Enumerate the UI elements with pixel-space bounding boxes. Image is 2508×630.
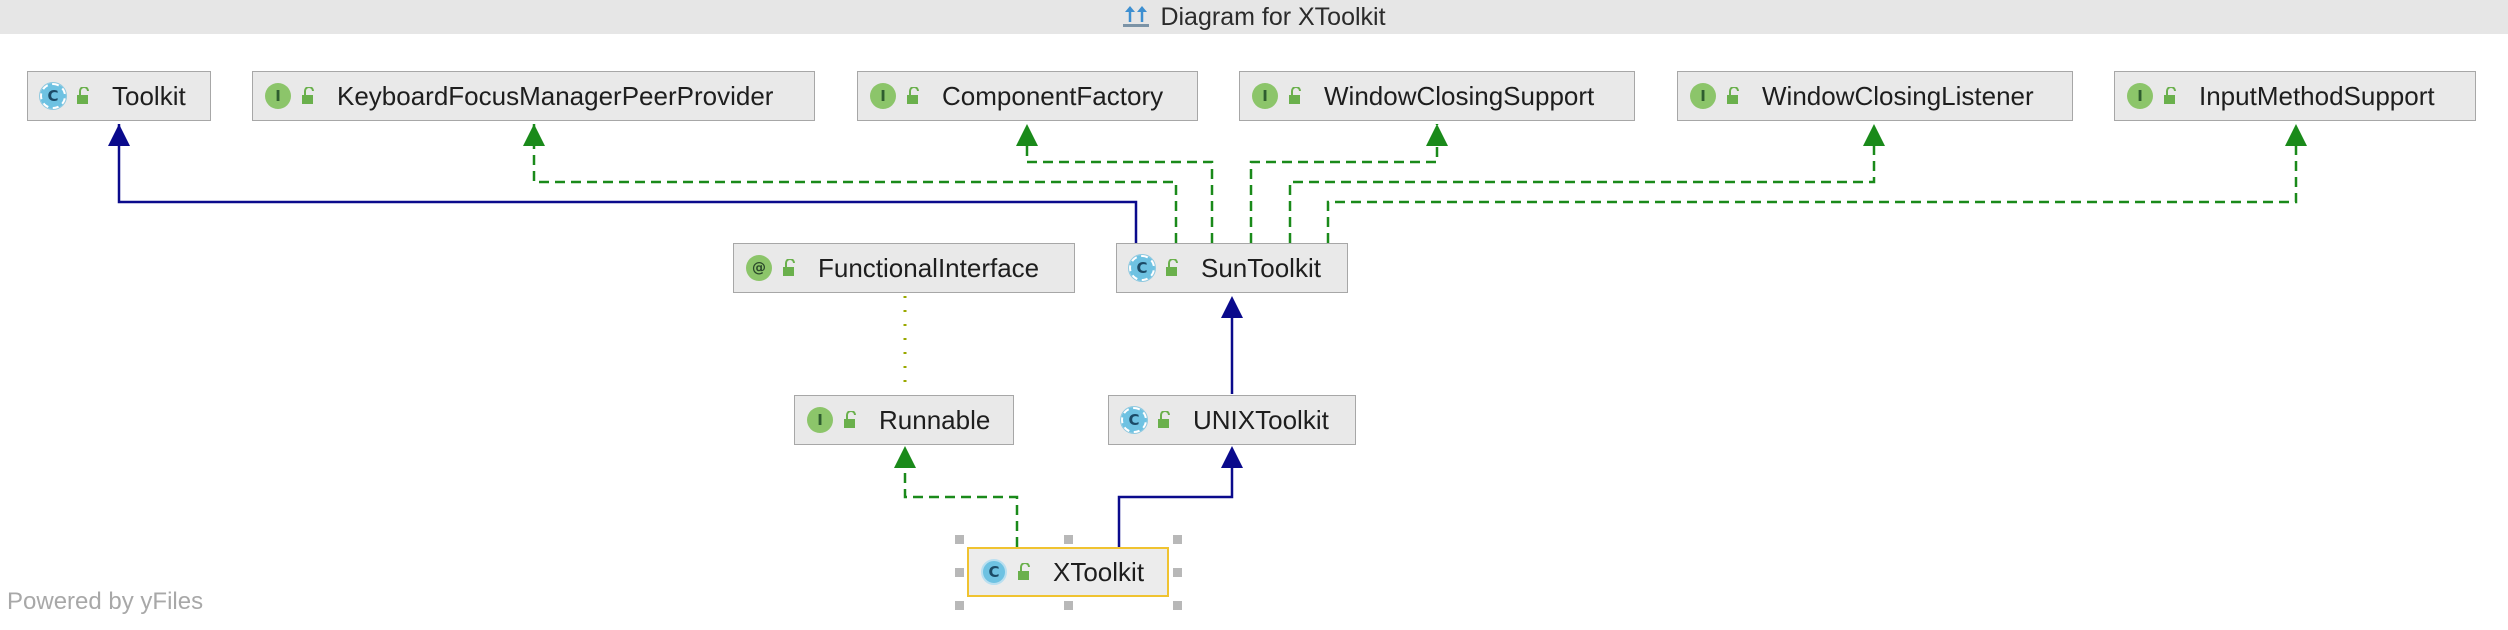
node-label: FunctionalInterface	[818, 252, 1040, 283]
node-toolkit[interactable]: C Toolkit	[27, 71, 211, 121]
resize-handle-right[interactable]	[1173, 568, 1182, 577]
edge-suntoolkit-implements-wcs	[1249, 124, 1439, 243]
lock-open-icon	[844, 411, 856, 428]
node-label: WindowClosingListener	[1762, 80, 2034, 111]
lock-open-icon	[302, 87, 314, 104]
arrow-suntoolkit	[1221, 296, 1243, 318]
node-label: WindowClosingSupport	[1324, 80, 1595, 111]
edge-suntoolkit-implements-wcl	[1288, 124, 1876, 243]
node-label: UNIXToolkit	[1193, 404, 1329, 435]
lock-open-icon	[1727, 87, 1739, 104]
arrow-unixtoolkit	[1221, 446, 1243, 468]
arrow-kfmpp	[523, 124, 545, 146]
arrow-wcs	[1426, 124, 1448, 146]
node-label: SunToolkit	[1201, 252, 1321, 283]
interface-icon: I	[807, 407, 833, 433]
node-window-closing-support[interactable]: I WindowClosingSupport	[1239, 71, 1635, 121]
resize-handle-bottom-left[interactable]	[955, 601, 964, 610]
node-runnable[interactable]: I Runnable	[794, 395, 1014, 445]
window-titlebar: Diagram for XToolkit	[0, 0, 2508, 34]
interface-icon: I	[2127, 83, 2153, 109]
lock-open-icon	[1158, 411, 1170, 428]
lock-open-icon	[77, 87, 89, 104]
resize-handle-left[interactable]	[955, 568, 964, 577]
lock-open-icon	[2164, 87, 2176, 104]
arrow-ims	[2285, 124, 2307, 146]
lock-open-icon	[1018, 563, 1030, 580]
abstract-class-icon: C	[1128, 254, 1156, 282]
node-label: ComponentFactory	[942, 80, 1164, 111]
node-label: XToolkit	[1053, 556, 1145, 587]
node-xtoolkit[interactable]: C XToolkit	[967, 547, 1169, 597]
node-sun-toolkit[interactable]: C SunToolkit	[1116, 243, 1348, 293]
resize-handle-bottom[interactable]	[1064, 601, 1073, 610]
abstract-class-icon: C	[1120, 406, 1148, 434]
node-input-method-support[interactable]: I InputMethodSupport	[2114, 71, 2476, 121]
edge-suntoolkit-extends-toolkit	[117, 124, 1138, 243]
node-unix-toolkit[interactable]: C UNIXToolkit	[1108, 395, 1356, 445]
resize-handle-top[interactable]	[1064, 535, 1073, 544]
resize-handle-top-right[interactable]	[1173, 535, 1182, 544]
node-label: KeyboardFocusManagerPeerProvider	[337, 80, 774, 111]
node-functional-interface[interactable]: @ FunctionalInterface	[733, 243, 1075, 293]
lock-open-icon	[783, 259, 795, 276]
edge-suntoolkit-implements-ims	[1326, 124, 2298, 243]
powered-by-label: Powered by yFiles	[7, 588, 204, 615]
diagram-icon	[1122, 4, 1150, 30]
arrow-cf	[1016, 124, 1038, 146]
arrow-toolkit	[108, 124, 130, 146]
class-icon: C	[981, 559, 1007, 585]
node-label: Toolkit	[112, 80, 186, 111]
edge-suntoolkit-implements-cf	[1025, 124, 1214, 243]
arrow-wcl	[1863, 124, 1885, 146]
node-keyboard-focus-manager-peer-provider[interactable]: I KeyboardFocusManagerPeerProvider	[252, 71, 815, 121]
edge-xtoolkit-implements-runnable	[903, 466, 1019, 547]
node-component-factory[interactable]: I ComponentFactory	[857, 71, 1198, 121]
node-label: InputMethodSupport	[2199, 80, 2435, 111]
lock-open-icon	[1289, 87, 1301, 104]
interface-icon: I	[1252, 83, 1278, 109]
arrow-runnable	[894, 446, 916, 468]
interface-icon: I	[1690, 83, 1716, 109]
edge-xtoolkit-extends-unixtoolkit	[1117, 466, 1234, 547]
interface-icon: I	[870, 83, 896, 109]
resize-handle-bottom-right[interactable]	[1173, 601, 1182, 610]
node-label: Runnable	[879, 404, 991, 435]
lock-open-icon	[907, 87, 919, 104]
edge-suntoolkit-implements-kfmpp	[532, 124, 1178, 243]
annotation-icon: @	[746, 255, 772, 281]
interface-icon: I	[265, 83, 291, 109]
window-title: Diagram for XToolkit	[1160, 2, 1386, 31]
abstract-class-icon: C	[39, 82, 67, 110]
lock-open-icon	[1166, 259, 1178, 276]
resize-handle-top-left[interactable]	[955, 535, 964, 544]
node-window-closing-listener[interactable]: I WindowClosingListener	[1677, 71, 2073, 121]
